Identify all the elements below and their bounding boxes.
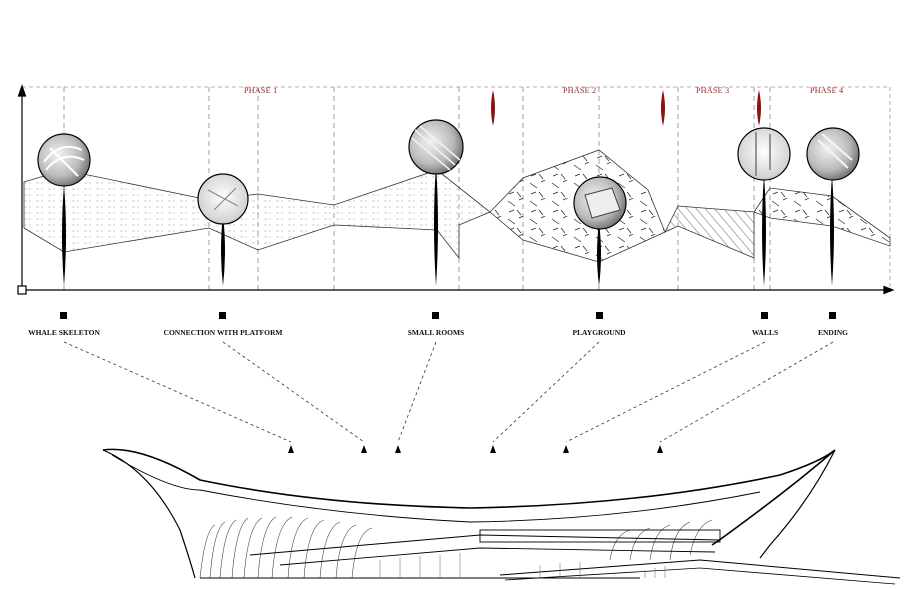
band-phase-4 bbox=[753, 187, 891, 247]
pointer-2-icon bbox=[361, 445, 367, 453]
marker-whale-skeleton bbox=[60, 312, 67, 319]
leader-playground bbox=[492, 341, 600, 443]
detail-images bbox=[37, 119, 860, 230]
leader-connection bbox=[222, 341, 365, 443]
ramp-1 bbox=[249, 534, 721, 556]
x-axis-arrow-icon bbox=[883, 285, 895, 295]
marker-connection bbox=[219, 312, 226, 319]
exit-ramp bbox=[499, 559, 901, 579]
hull-right-edge bbox=[759, 449, 836, 559]
stem-ending bbox=[830, 175, 834, 286]
detail-whale-skeleton-image bbox=[37, 133, 91, 187]
phase-3-label: PHASE 3 bbox=[696, 86, 729, 95]
leader-whale-skeleton bbox=[63, 341, 292, 443]
stage-label-whale-skeleton: WHALE SKELETON bbox=[28, 328, 100, 337]
detail-connection-image bbox=[197, 173, 249, 225]
stem-walls bbox=[762, 175, 766, 286]
phase-4-label: PHASE 4 bbox=[810, 86, 843, 95]
axes bbox=[17, 84, 895, 295]
stage-label-ending: ENDING bbox=[818, 328, 848, 337]
stem-whale-skeleton bbox=[62, 185, 66, 286]
pointer-1-icon bbox=[288, 445, 294, 453]
exit-ramp-lower bbox=[504, 567, 896, 585]
detail-small-rooms-image bbox=[408, 119, 464, 175]
stem-small-rooms bbox=[434, 165, 438, 286]
hull-top-curve bbox=[102, 448, 836, 546]
ramp-2 bbox=[279, 547, 716, 566]
y-axis-arrow-icon bbox=[17, 84, 27, 97]
phase-divider-2 bbox=[661, 90, 665, 126]
hull-inner-line bbox=[111, 454, 761, 523]
hull-ribs bbox=[199, 516, 713, 579]
phase-2-label: PHASE 2 bbox=[563, 86, 596, 95]
phase-divider-markers bbox=[491, 90, 761, 126]
phase-labels: PHASE 1 PHASE 2 PHASE 3 PHASE 4 bbox=[244, 86, 843, 95]
phase-divider-3 bbox=[757, 90, 761, 126]
leader-small-rooms bbox=[397, 341, 437, 443]
stage-label-playground: PLAYGROUND bbox=[572, 328, 626, 337]
stage-markers bbox=[60, 312, 836, 319]
marker-small-rooms bbox=[432, 312, 439, 319]
band-phase-1 bbox=[23, 169, 491, 260]
phase-divider-1 bbox=[491, 90, 495, 126]
stage-label-small-rooms: SMALL ROOMS bbox=[408, 328, 464, 337]
stage-labels: WHALE SKELETON CONNECTION WITH PLATFORM … bbox=[28, 328, 848, 337]
section-drawing bbox=[102, 448, 901, 585]
leader-walls bbox=[565, 341, 766, 443]
section-texture bbox=[379, 553, 666, 578]
section-pointers bbox=[288, 445, 663, 453]
phase-1-label: PHASE 1 bbox=[244, 86, 277, 95]
pointer-4-icon bbox=[490, 445, 496, 453]
stage-label-walls: WALLS bbox=[752, 328, 778, 337]
detail-ending-image bbox=[806, 127, 860, 181]
pointer-3-icon bbox=[395, 445, 401, 453]
pointer-5-icon bbox=[563, 445, 569, 453]
detail-playground-image bbox=[573, 176, 627, 230]
phase-frame bbox=[22, 86, 891, 290]
leader-ending bbox=[659, 341, 834, 443]
stem-connection bbox=[221, 215, 225, 286]
marker-walls bbox=[761, 312, 768, 319]
leader-lines bbox=[63, 341, 834, 443]
platform-deck bbox=[479, 529, 721, 543]
stem-playground bbox=[597, 222, 601, 286]
detail-walls-image bbox=[737, 127, 791, 181]
band-phase-3 bbox=[664, 205, 755, 259]
pointer-6-icon bbox=[657, 445, 663, 453]
marker-ending bbox=[829, 312, 836, 319]
marker-playground bbox=[596, 312, 603, 319]
stage-label-connection: CONNECTION WITH PLATFORM bbox=[164, 328, 283, 337]
stage-stems bbox=[62, 165, 834, 286]
origin-marker bbox=[17, 285, 27, 295]
